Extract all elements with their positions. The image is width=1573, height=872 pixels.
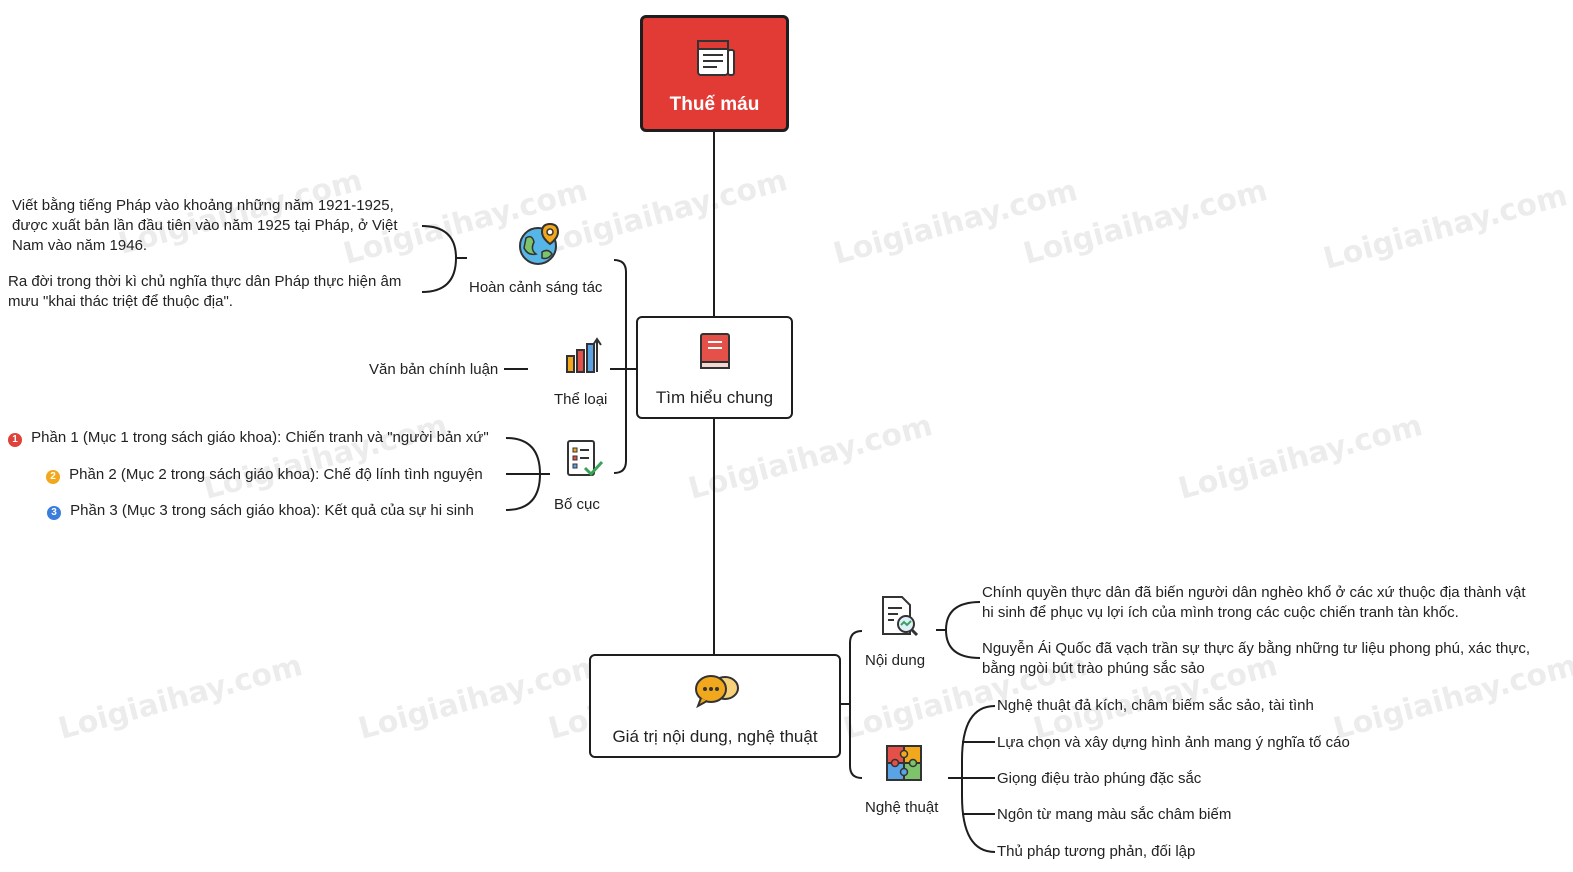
values-title: Giá trị nội dung, nghệ thuật bbox=[612, 727, 818, 746]
art-label[interactable]: Nghệ thuật bbox=[865, 799, 939, 816]
layout-part-text: Phần 2 (Mục 2 trong sách giáo khoa): Chế… bbox=[69, 466, 483, 483]
art-item: Nghệ thuật đả kích, châm biếm sắc sảo, t… bbox=[997, 697, 1314, 714]
layout-part: 3 Phần 3 (Mục 3 trong sách giáo khoa): K… bbox=[47, 501, 474, 521]
circumstance-label[interactable]: Hoàn cảnh sáng tác bbox=[469, 279, 603, 296]
content-item: Nguyễn Ái Quốc đã vạch trần sự thực ấy b… bbox=[982, 640, 1531, 677]
newspaper-icon bbox=[697, 40, 735, 76]
general-title: Tìm hiểu chung bbox=[655, 388, 774, 407]
puzzle-icon bbox=[886, 745, 922, 781]
number-badge: 3 bbox=[47, 506, 61, 520]
checklist-icon bbox=[567, 440, 604, 477]
number-badge: 1 bbox=[8, 433, 22, 447]
chat-bubbles-icon bbox=[695, 675, 739, 708]
art-item: Thủ pháp tương phản, đối lập bbox=[997, 843, 1196, 860]
circumstance-item: Ra đời trong thời kì chủ nghĩa thực dân … bbox=[8, 273, 402, 310]
layout-part-text: Phần 1 (Mục 1 trong sách giáo khoa): Chi… bbox=[31, 429, 489, 446]
layout-part: 1 Phần 1 (Mục 1 trong sách giáo khoa): C… bbox=[8, 428, 489, 448]
content-label[interactable]: Nội dung bbox=[865, 652, 926, 669]
globe-pin-icon bbox=[519, 222, 560, 265]
number-badge: 2 bbox=[46, 470, 60, 484]
general-node[interactable]: Tìm hiểu chung bbox=[636, 316, 793, 419]
genre-value: Văn bản chính luận bbox=[369, 361, 499, 378]
bar-chart-icon bbox=[566, 337, 602, 373]
values-node[interactable]: Giá trị nội dung, nghệ thuật bbox=[589, 654, 841, 758]
art-item: Ngôn từ mang màu sắc châm biếm bbox=[997, 806, 1232, 823]
art-item: Lựa chọn và xây dựng hình ảnh mang ý ngh… bbox=[997, 734, 1350, 751]
genre-label[interactable]: Thể loại bbox=[554, 391, 608, 408]
art-item: Giọng điệu trào phúng đặc sắc bbox=[997, 770, 1202, 787]
root-node[interactable]: Thuế máu bbox=[640, 15, 789, 132]
layout-part: 2 Phần 2 (Mục 2 trong sách giáo khoa): C… bbox=[46, 465, 483, 485]
root-title: Thuế máu bbox=[669, 94, 760, 115]
layout-part-text: Phần 3 (Mục 3 trong sách giáo khoa): Kết… bbox=[70, 502, 474, 519]
circumstance-item: Viết bằng tiếng Pháp vào khoảng những nă… bbox=[12, 197, 398, 254]
content-item: Chính quyền thực dân đã biến người dân n… bbox=[982, 584, 1526, 621]
layout-label[interactable]: Bố cục bbox=[554, 496, 600, 513]
book-icon bbox=[700, 333, 730, 369]
document-search-icon bbox=[882, 596, 919, 637]
